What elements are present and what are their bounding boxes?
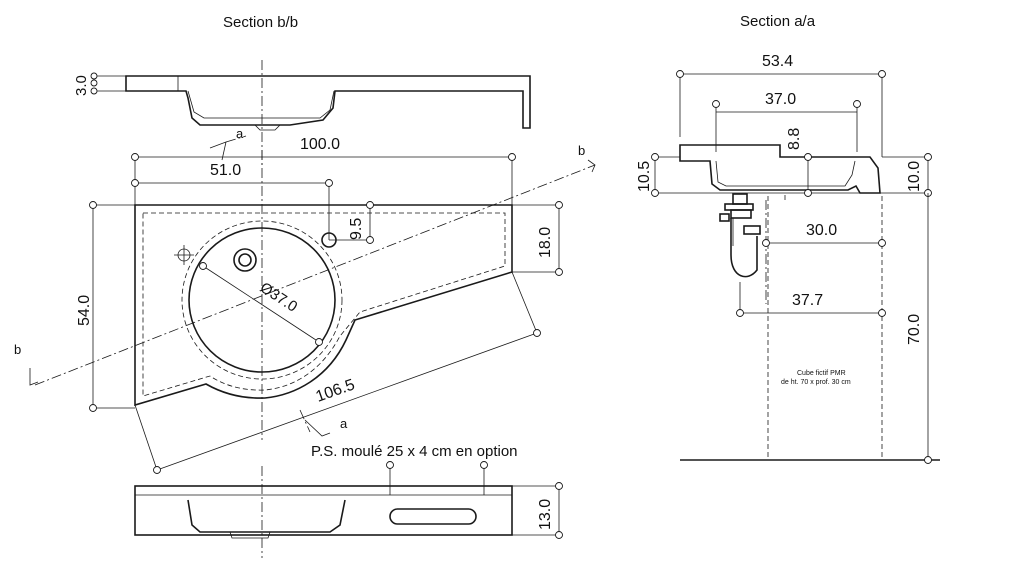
dim-bowl-center: 51.0	[210, 162, 241, 179]
dim-height: 13.0	[537, 499, 554, 530]
cut-label-b-right: b	[578, 143, 585, 158]
section-bb-title: Section b/b	[223, 14, 298, 31]
cut-label-a-bottom: a	[340, 416, 348, 431]
section-aa-view: Cube fictif PMR de ht. 70 x prof. 30 cm …	[636, 53, 940, 464]
cut-label-b-left: b	[14, 342, 21, 357]
dim-clearance-377: 37.7	[792, 292, 823, 309]
front-view: 13.0	[134, 461, 563, 558]
dim-top-thickness: 3.0	[73, 75, 90, 96]
section-aa-title: Section a/a	[740, 13, 816, 30]
molded-rail-note: P.S. moulé 25 x 4 cm en option	[311, 443, 518, 460]
dim-overall: 53.4	[762, 53, 793, 70]
dim-bowl-depth: 8.8	[786, 128, 803, 150]
dim-clearance-30: 30.0	[806, 222, 837, 239]
dim-depth: 54.0	[76, 295, 93, 326]
section-bb-view: 3.0	[73, 60, 531, 165]
dim-tap-offset: 9.5	[348, 218, 365, 240]
dim-total-width: 100.0	[300, 136, 340, 153]
dim-left-height: 10.5	[636, 161, 653, 192]
dim-clearance-height: 70.0	[906, 314, 923, 345]
plan-view: Ø37.0 b b a a 100.0 51.0 9.5	[14, 126, 596, 474]
dim-diagonal: 106.5	[314, 376, 358, 405]
dim-bowl: 37.0	[765, 91, 796, 108]
cube-note-line1: Cube fictif PMR	[797, 370, 846, 377]
dim-bowl-diameter: Ø37.0	[257, 279, 301, 316]
cut-label-a-top: a	[236, 126, 244, 141]
dim-right-depth: 18.0	[537, 227, 554, 258]
dim-right-height: 10.0	[906, 161, 923, 192]
cube-note-line2: de ht. 70 x prof. 30 cm	[781, 379, 851, 386]
